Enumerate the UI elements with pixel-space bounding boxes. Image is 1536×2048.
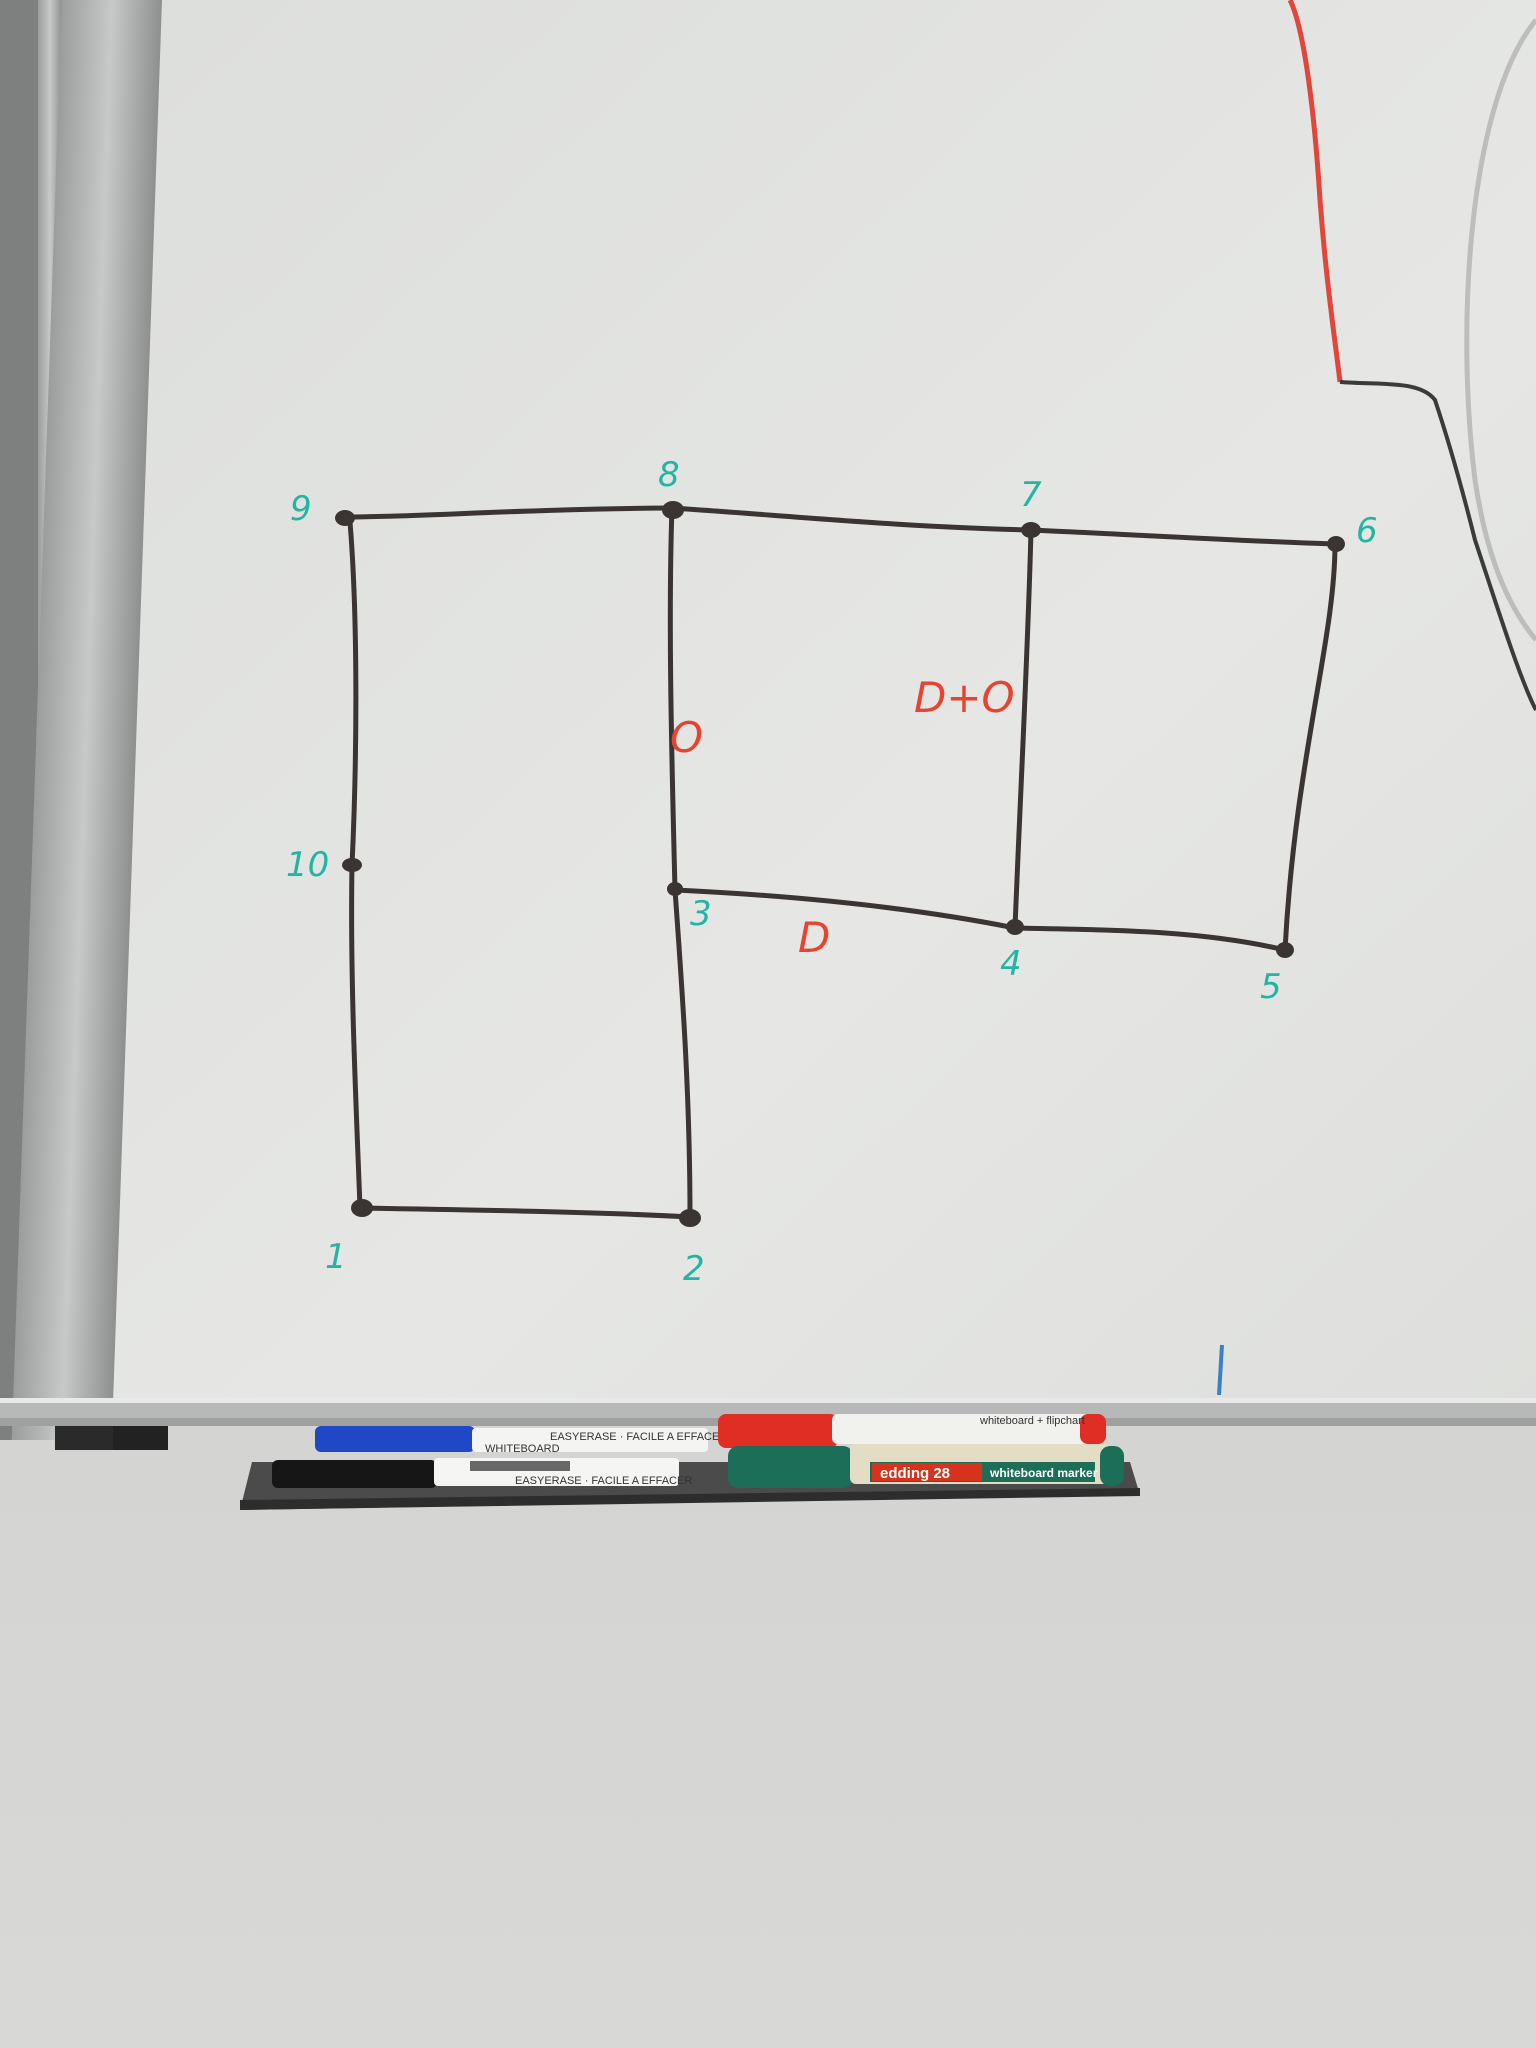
- node-label-1: 1: [325, 1237, 347, 1277]
- grey-curve-drawing: [1339, 380, 1536, 711]
- board-left-frame-inner: [11, 0, 162, 1440]
- green-marker-cap: [728, 1446, 853, 1488]
- edge-1-10: [349, 862, 363, 1211]
- node-label-4: 4: [1000, 944, 1022, 984]
- node-label-8: 8: [658, 455, 680, 495]
- edge-6-5: [1282, 541, 1338, 953]
- edge-8-7: [669, 505, 1034, 533]
- node-dot-10: [342, 858, 362, 872]
- black-marker-barcode: [470, 1461, 570, 1471]
- node-label-3: 3: [690, 894, 712, 934]
- node-label-6: 6: [1356, 511, 1378, 551]
- edge-label-7-4: D+O: [914, 673, 1015, 722]
- red-marker-body: [832, 1414, 1102, 1444]
- red-marker[interactable]: whiteboard + flipchart: [718, 1414, 1106, 1448]
- edge-10-9: [347, 519, 359, 868]
- blue-tick-drawing: [1217, 1344, 1224, 1396]
- edge-4-3: [672, 887, 1018, 931]
- edge-label-8-3: O: [670, 713, 703, 762]
- green-marker-type: whiteboard marker: [989, 1466, 1098, 1480]
- node-dot-7: [1021, 522, 1041, 538]
- edge-7-4: [1012, 527, 1034, 931]
- light-arc-drawing: [1464, 18, 1536, 642]
- node-dot-3: [667, 882, 683, 896]
- black-marker-cap: [272, 1460, 437, 1488]
- whiteboard-surface: [40, 0, 1536, 1405]
- node-dot-2: [679, 1209, 701, 1227]
- blue-marker-body: [472, 1428, 708, 1452]
- graph-edges: [342, 505, 1338, 1220]
- node-label-10: 10: [286, 845, 329, 885]
- edge-7-6: [1028, 527, 1338, 547]
- edge-labels: O D+O D: [670, 673, 1015, 962]
- edge-5-4: [1012, 925, 1288, 953]
- node-dot-4: [1006, 919, 1024, 935]
- green-marker-end: [1100, 1446, 1124, 1486]
- red-marker-end: [1080, 1414, 1106, 1444]
- board-bottom-rail-highlight: [0, 1398, 1536, 1403]
- green-marker-brand-box: [872, 1463, 982, 1481]
- edge-3-2: [672, 887, 693, 1220]
- green-marker-brand: edding 28: [880, 1465, 950, 1482]
- node-dot-1: [351, 1199, 373, 1217]
- board-bottom-rail: [0, 1398, 1536, 1420]
- edge-label-3-4: D: [798, 913, 830, 962]
- graph-node-dots: [335, 501, 1345, 1227]
- blue-marker-cap: [315, 1426, 475, 1452]
- blue-marker-label: WHITEBOARD: [485, 1443, 560, 1455]
- black-marker-text: EASYERASE · FACILE A EFFACER: [515, 1475, 692, 1487]
- node-label-7: 7: [1020, 475, 1042, 515]
- edge-2-1: [357, 1205, 693, 1220]
- red-marker-cap: [718, 1414, 838, 1448]
- edge-9-8: [342, 505, 675, 520]
- node-label-2: 2: [683, 1249, 705, 1289]
- blue-marker-text: EASYERASE · FACILE A EFFACER: [550, 1431, 727, 1443]
- tray-lip: [240, 1488, 1140, 1510]
- red-marker-text: whiteboard + flipchart: [979, 1415, 1085, 1427]
- node-label-5: 5: [1260, 967, 1282, 1007]
- red-curve-drawing: [1287, 0, 1343, 383]
- node-dot-6: [1327, 536, 1345, 552]
- edge-8-3: [667, 505, 678, 893]
- node-dot-5: [1276, 942, 1294, 958]
- black-marker[interactable]: EASYERASE · FACILE A EFFACER: [272, 1458, 692, 1488]
- node-label-9: 9: [290, 489, 312, 529]
- blue-marker[interactable]: EASYERASE · FACILE A EFFACER WHITEBOARD: [315, 1426, 727, 1455]
- node-labels: 9 8 7 6 10 3 4 5 1 2: [286, 455, 1378, 1289]
- green-marker[interactable]: edding 28 whiteboard marker: [728, 1444, 1124, 1488]
- node-dot-8: [662, 501, 684, 519]
- node-dot-9: [335, 510, 355, 526]
